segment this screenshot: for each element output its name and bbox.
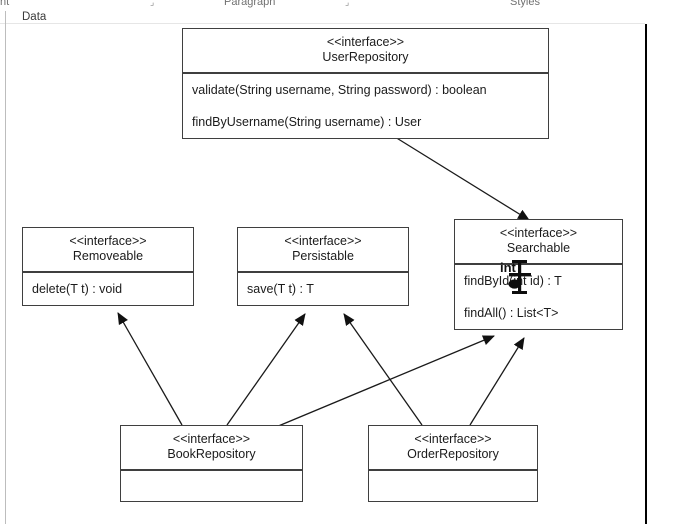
- uml-stereotype: <<interface>>: [284, 234, 362, 248]
- dialog-launcher-icon-font[interactable]: ⌟: [150, 0, 155, 7]
- uml-class-persistable[interactable]: <<interface>> Persistable save(T t) : T: [237, 227, 409, 306]
- page-edge-right: [645, 24, 647, 524]
- uml-members-removeable: delete(T t) : void: [23, 273, 193, 305]
- uml-class-name: OrderRepository: [407, 447, 499, 461]
- uml-members-persistable: save(T t) : T: [238, 273, 408, 305]
- uml-member: findByUsername(String username) : User: [192, 115, 422, 129]
- canvas-top-divider: [0, 23, 645, 24]
- uml-compartment-divider: [183, 72, 548, 74]
- uml-class-header-searchable: <<interface>> Searchable: [455, 220, 622, 263]
- link-userrepository-searchable: [394, 136, 530, 221]
- page-edge-left: [5, 11, 6, 524]
- uml-members-user-repository: validate(String username, String passwor…: [183, 74, 548, 138]
- uml-member: findById(int id) : T: [464, 274, 562, 288]
- uml-class-searchable[interactable]: <<interface>> Searchable findById(int id…: [454, 219, 623, 330]
- uml-class-order-repository[interactable]: <<interface>> OrderRepository: [368, 425, 538, 502]
- uml-member: delete(T t) : void: [32, 282, 123, 296]
- uml-members-order-repository: [369, 471, 537, 501]
- link-orderrepository-searchable: [469, 337, 525, 426]
- uml-class-name: Persistable: [292, 249, 354, 263]
- uml-compartment-divider: [455, 263, 622, 265]
- uml-class-header-removeable: <<interface>> Removeable: [23, 228, 193, 271]
- uml-class-name: BookRepository: [167, 447, 256, 461]
- uml-stereotype: <<interface>>: [414, 432, 492, 446]
- uml-stereotype: <<interface>>: [172, 432, 251, 446]
- document-label: Data: [22, 11, 47, 23]
- ribbon-group-styles: Styles: [510, 0, 540, 8]
- ribbon-group-font: nt: [0, 0, 10, 8]
- uml-class-name: Removeable: [72, 249, 144, 263]
- dialog-launcher-icon-paragraph[interactable]: ⌟: [345, 0, 350, 7]
- uml-class-name: UserRepository: [322, 50, 409, 64]
- uml-class-removeable[interactable]: <<interface>> Removeable delete(T t) : v…: [22, 227, 194, 306]
- document-canvas[interactable]: Data <<interface>>: [0, 11, 695, 524]
- uml-members-book-repository: [121, 471, 302, 501]
- uml-class-header-book-repository: <<interface>> BookRepository: [121, 426, 302, 469]
- link-orderrepository-persistable: [343, 313, 423, 426]
- ribbon-group-paragraph: Paragraph: [224, 0, 276, 8]
- link-bookrepository-removeable: [117, 312, 183, 426]
- uml-member: validate(String username, String passwor…: [192, 83, 487, 97]
- uml-class-header-order-repository: <<interface>> OrderRepository: [369, 426, 537, 469]
- uml-compartment-divider: [369, 469, 537, 471]
- uml-stereotype: <<interface>>: [499, 226, 578, 240]
- uml-members-searchable: findById(int id) : T findAll() : List<T>: [455, 265, 622, 329]
- uml-stereotype: <<interface>>: [326, 35, 405, 49]
- uml-class-book-repository[interactable]: <<interface>> BookRepository: [120, 425, 303, 502]
- uml-member: save(T t) : T: [247, 282, 314, 296]
- uml-compartment-divider: [121, 469, 302, 471]
- link-bookrepository-persistable: [226, 313, 306, 426]
- uml-member: findAll() : List<T>: [464, 306, 559, 320]
- uml-class-name: Searchable: [506, 241, 571, 255]
- uml-class-header-user-repository: <<interface>> UserRepository: [183, 29, 548, 72]
- link-bookrepository-searchable: [275, 335, 495, 428]
- uml-class-user-repository[interactable]: <<interface>> UserRepository validate(St…: [182, 28, 549, 139]
- uml-class-header-persistable: <<interface>> Persistable: [238, 228, 408, 271]
- uml-compartment-divider: [23, 271, 193, 273]
- uml-compartment-divider: [238, 271, 408, 273]
- uml-stereotype: <<interface>>: [69, 234, 147, 248]
